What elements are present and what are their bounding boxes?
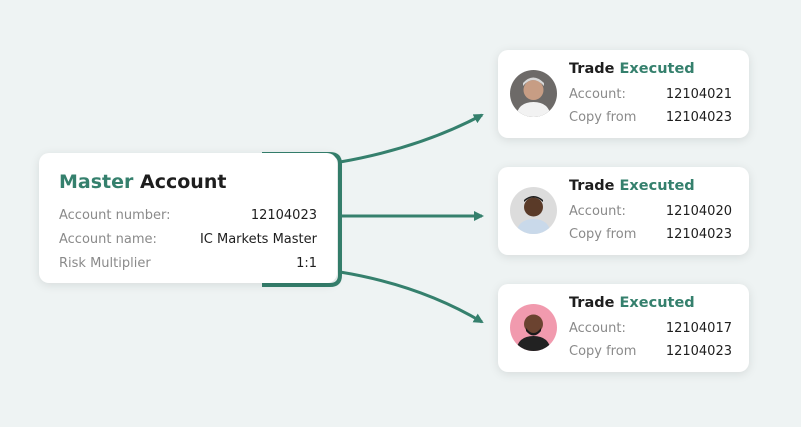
trade-row-account: Account: 12104021 xyxy=(569,83,732,106)
trade-row-copy-from: Copy from 12104023 xyxy=(569,340,732,363)
person-pink-background-avatar xyxy=(510,304,557,351)
row-label: Risk Multiplier xyxy=(59,255,151,271)
arrow-to-trade-3 xyxy=(339,270,484,324)
row-value: IC Markets Master xyxy=(199,231,317,247)
master-title-accent: Master xyxy=(59,171,134,193)
trade-executed-card-1: Trade Executed Account: 12104021 Copy fr… xyxy=(498,50,749,138)
row-label: Account: xyxy=(569,321,626,336)
row-label: Account: xyxy=(569,87,626,102)
trade-info: Trade Executed Account: 12104020 Copy fr… xyxy=(569,177,732,255)
master-account-title: Master Account xyxy=(59,171,317,193)
trade-executed-card-3: Trade Executed Account: 12104017 Copy fr… xyxy=(498,284,749,372)
row-value: 12104017 xyxy=(665,321,732,336)
row-value: 12104023 xyxy=(250,207,317,223)
trade-row-account: Account: 12104020 xyxy=(569,200,732,223)
row-value: 12104023 xyxy=(665,110,732,125)
row-value: 1:1 xyxy=(296,255,317,271)
master-row-risk-multiplier: Risk Multiplier 1:1 xyxy=(59,251,317,275)
trade-info: Trade Executed Account: 12104017 Copy fr… xyxy=(569,294,732,372)
trade-title: Trade Executed xyxy=(569,178,732,194)
person-grey-hair-avatar xyxy=(510,70,557,117)
trade-title-accent: Executed xyxy=(619,295,695,311)
master-row-account-name: Account name: IC Markets Master xyxy=(59,227,317,251)
trade-row-copy-from: Copy from 12104023 xyxy=(569,223,732,246)
master-title-rest: Account xyxy=(140,171,227,193)
row-value: 12104021 xyxy=(665,87,732,102)
arrow-to-trade-1 xyxy=(339,113,484,164)
master-account-card: Master Account Account number: 12104023 … xyxy=(39,153,337,283)
trade-title-plain: Trade xyxy=(569,295,615,311)
row-label: Copy from xyxy=(569,110,637,125)
trade-title-accent: Executed xyxy=(619,178,695,194)
row-label: Account name: xyxy=(59,231,157,247)
person-smiling-avatar xyxy=(510,187,557,234)
trade-title-plain: Trade xyxy=(569,178,615,194)
master-bracket xyxy=(262,152,342,287)
trade-title: Trade Executed xyxy=(569,61,732,77)
row-label: Account: xyxy=(569,204,626,219)
trade-executed-card-2: Trade Executed Account: 12104020 Copy fr… xyxy=(498,167,749,255)
trade-title-plain: Trade xyxy=(569,61,615,77)
trade-row-account: Account: 12104017 xyxy=(569,317,732,340)
row-value: 12104020 xyxy=(665,204,732,219)
trade-row-copy-from: Copy from 12104023 xyxy=(569,106,732,129)
row-value: 12104023 xyxy=(665,227,732,242)
row-value: 12104023 xyxy=(665,344,732,359)
row-label: Copy from xyxy=(569,227,637,242)
row-label: Copy from xyxy=(569,344,637,359)
trade-info: Trade Executed Account: 12104021 Copy fr… xyxy=(569,60,732,138)
trade-title: Trade Executed xyxy=(569,295,732,311)
master-row-account-number: Account number: 12104023 xyxy=(59,203,317,227)
row-label: Account number: xyxy=(59,207,171,223)
trade-title-accent: Executed xyxy=(619,61,695,77)
